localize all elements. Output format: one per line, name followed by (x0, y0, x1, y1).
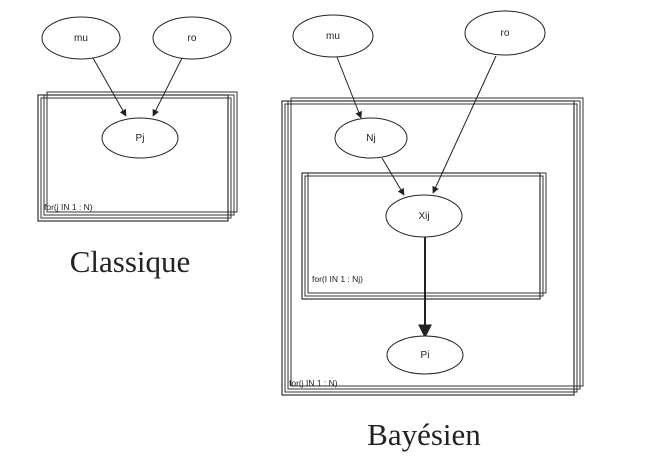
node-pj: Pj (101, 117, 179, 159)
classique-plate (37, 91, 238, 222)
classique-plate-label: for(j IN 1 : N) (44, 202, 93, 212)
node-pi: Pi (386, 335, 464, 375)
node-mu-bayesien: mu (292, 14, 374, 58)
classique-model: for(j IN 1 : N) mu ro Pj Classique (37, 16, 238, 279)
node-xij: Xij (385, 194, 463, 238)
classique-caption: Classique (70, 244, 191, 279)
bayesien-caption: Bayésien (367, 417, 481, 452)
node-pi-label: Pi (421, 350, 430, 361)
node-mu-bayesien-label: mu (326, 31, 340, 42)
node-nj: Nj (334, 117, 408, 159)
node-nj-label: Nj (366, 133, 375, 144)
edge-mu-to-nj (336, 56, 362, 119)
node-pj-label: Pj (136, 133, 145, 144)
edge-mu-to-pj (92, 57, 127, 117)
node-ro-classique-label: ro (188, 33, 197, 44)
node-xij-label: Xij (418, 211, 429, 222)
node-mu-classique: mu (41, 16, 121, 60)
bayesien-model: for(j IN 1 : N) for(I IN 1 : Nj) mu ro N… (281, 10, 584, 452)
node-ro-bayesien-label: ro (501, 28, 510, 39)
node-ro-classique: ro (152, 16, 232, 60)
bayesien-outer-plate-label: for(j IN 1 : N) (289, 378, 338, 388)
edge-ro-to-xij (432, 55, 497, 194)
edge-ro-to-pj (152, 57, 183, 117)
bayesien-inner-plate-label: for(I IN 1 : Nj) (312, 274, 363, 284)
edge-nj-to-xij (381, 157, 405, 196)
node-mu-classique-label: mu (74, 33, 88, 44)
node-ro-bayesien: ro (464, 10, 546, 56)
bayesien-outer-plate (281, 97, 584, 396)
